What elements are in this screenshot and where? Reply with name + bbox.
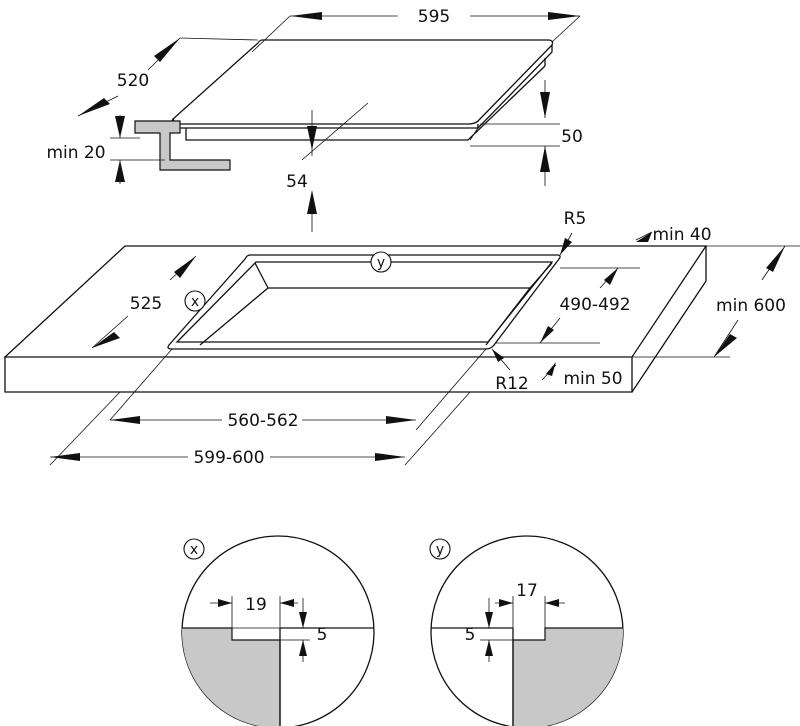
detail-x-depth: 5 — [317, 625, 328, 645]
detail-y-depth: 5 — [465, 625, 476, 645]
marker-x-label: x — [191, 294, 199, 310]
label-520: 520 — [117, 71, 149, 91]
dim-corner-r12: R12 — [491, 348, 529, 394]
label-599-600: 599-600 — [193, 448, 264, 468]
detail-y: 17 5 y — [429, 535, 624, 726]
label-min-40: min 40 — [652, 225, 711, 245]
mounting-bracket — [134, 120, 231, 171]
marker-y: y — [370, 251, 392, 273]
detail-x-marker: x — [190, 542, 198, 558]
dim-depth-below: 54 — [286, 102, 369, 232]
label-525: 525 — [130, 294, 162, 314]
detail-x: 19 5 x — [181, 535, 375, 726]
dim-outer-width: 599-600 — [49, 391, 471, 468]
dim-clearance: min 20 — [46, 115, 165, 184]
detail-y-marker: y — [436, 542, 444, 558]
dim-cutout-depth-range: 490-492 — [496, 267, 640, 344]
dim-side-margin: min 50 — [496, 356, 623, 389]
dim-cutout-depth: 525 — [91, 255, 197, 349]
label-min-20: min 20 — [46, 143, 105, 163]
dim-cutout-width: 560-562 — [109, 348, 487, 431]
label-r12: R12 — [495, 374, 528, 394]
dim-worktop-depth: min 600 — [632, 245, 786, 358]
label-560-562: 560-562 — [227, 411, 298, 431]
marker-y-label: y — [377, 255, 385, 271]
hob-drawing — [171, 39, 554, 141]
dim-corner-r5: R5 — [559, 209, 587, 256]
label-490-492: 490-492 — [559, 295, 630, 315]
label-min-50: min 50 — [563, 369, 622, 389]
detail-x-width: 19 — [245, 595, 267, 615]
label-min-600: min 600 — [716, 296, 786, 316]
label-54: 54 — [286, 172, 308, 192]
label-50: 50 — [561, 127, 583, 147]
dim-hob-depth: 520 — [77, 37, 259, 117]
dim-hob-height: 50 — [470, 80, 583, 186]
marker-x: x — [184, 290, 206, 312]
dim-hob-width: 595 — [251, 7, 581, 53]
label-595: 595 — [418, 7, 450, 27]
dim-front-margin: min 40 — [560, 225, 800, 247]
detail-y-width: 17 — [516, 581, 538, 601]
label-r5: R5 — [564, 209, 587, 229]
